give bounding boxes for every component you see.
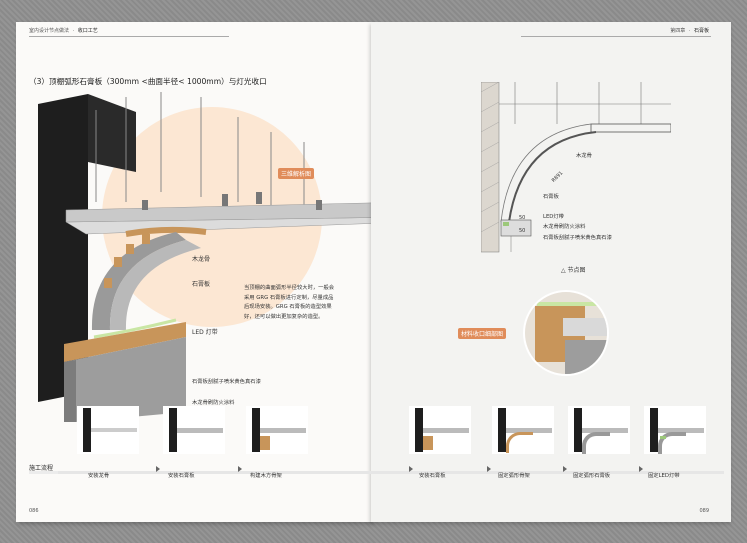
page-title: （3）顶棚弧形石膏板（300mm <曲面半径< 1000mm）与灯光收口 xyxy=(29,77,267,86)
page-header-left: 室内设计节点做法 · 收口工艺 xyxy=(29,28,98,34)
process-thumb-7 xyxy=(644,406,706,454)
process-label: 施工流程 xyxy=(29,465,54,472)
process-step-3: 构建木方骨架 xyxy=(250,473,282,479)
process-arrow-4 xyxy=(487,466,491,472)
callout-wood-keel: 木龙骨 xyxy=(192,256,211,263)
callout-gypsum: 石膏板 xyxy=(192,281,211,288)
process-step-1: 安装龙骨 xyxy=(88,473,110,479)
page-header-right: 第四章 · 石膏板 xyxy=(670,28,709,34)
process-thumb-3 xyxy=(246,406,308,454)
exploded-illustration xyxy=(38,92,371,422)
process-arrow-6 xyxy=(639,466,643,472)
detail-circle xyxy=(523,290,609,376)
header-chapter: 第四章 xyxy=(670,28,686,34)
node-caption: △ 节点图 xyxy=(561,267,586,274)
process-step-2: 安装石膏板 xyxy=(168,473,195,479)
header-right-section: 石膏板 xyxy=(693,28,709,34)
header-section: 收口工艺 xyxy=(77,28,98,34)
node-label-gypsum: 石膏板 xyxy=(543,194,559,200)
node-label-finish: 石膏板刮腻子喷米黄色真石漆 xyxy=(543,235,612,241)
callout-led: LED 灯带 xyxy=(192,329,218,336)
process-step-7: 固定LED灯带 xyxy=(648,473,680,479)
tag-exploded: 三维解析图 xyxy=(278,168,315,179)
process-step-5: 固定弧形骨架 xyxy=(498,473,530,479)
callout-gypsum-finish: 石膏板刮腻子喷米黄色真石漆 xyxy=(192,379,261,385)
process-thumb-1 xyxy=(77,406,139,454)
process-arrow-1 xyxy=(156,466,160,472)
process-arrow-2 xyxy=(238,466,242,472)
page-number-left: 086 xyxy=(29,508,39,514)
process-thumb-6 xyxy=(568,406,630,454)
process-track xyxy=(58,471,724,474)
dim-2: 50 xyxy=(519,228,526,234)
process-thumb-2 xyxy=(163,406,225,454)
process-step-6: 固定弧形石膏板 xyxy=(573,473,611,479)
header-book: 室内设计节点做法 xyxy=(29,28,70,34)
tag-detail: 材料收口细部图 xyxy=(458,328,507,339)
process-step-4: 安装石膏板 xyxy=(419,473,446,479)
process-thumb-5 xyxy=(492,406,554,454)
node-label-wood-fire: 木龙骨刷防火涂料 xyxy=(543,224,586,230)
dim-1: 50 xyxy=(519,215,526,221)
node-drawing xyxy=(481,82,671,253)
node-label-led: LED灯带 xyxy=(543,214,564,220)
node-label-wood: 木龙骨 xyxy=(576,153,592,159)
description-paragraph: 当顶棚的曲面弧形半径较大时，一般会采用 GRG 石膏板进行定制，尽量成品后现场安… xyxy=(244,285,335,320)
process-arrow-5 xyxy=(563,466,567,472)
process-arrow-3 xyxy=(409,466,413,472)
process-thumb-4 xyxy=(409,406,471,454)
callout-wood-fire: 木龙骨刷防火涂料 xyxy=(192,400,235,406)
page-number-right: 089 xyxy=(699,508,709,514)
